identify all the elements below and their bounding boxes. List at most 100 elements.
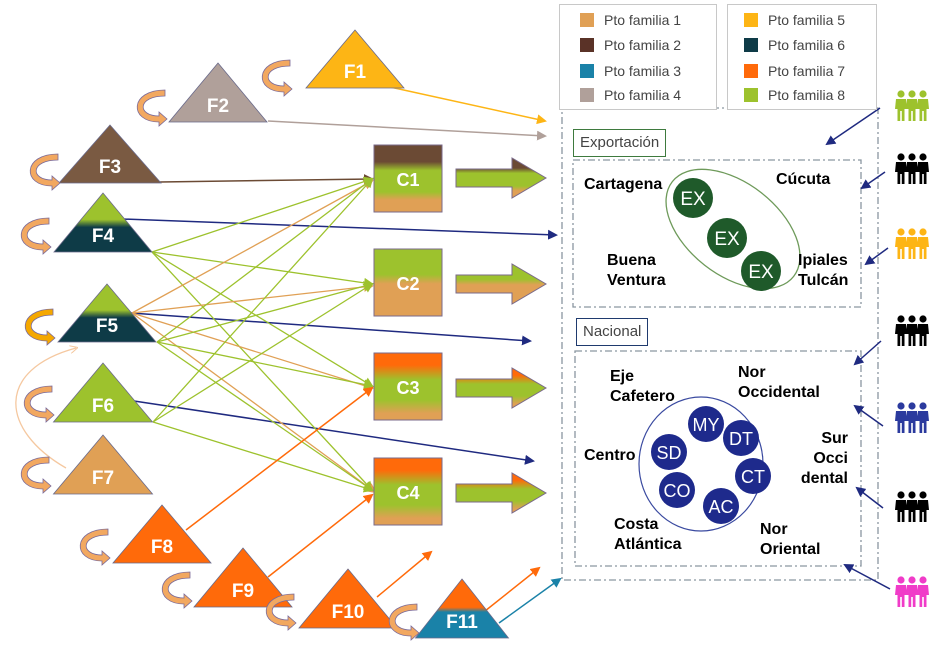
family-label: F8 (151, 537, 173, 558)
customer-group-yellow-icon (895, 228, 929, 259)
national-node-circle (651, 434, 687, 470)
family-node-f11: F11 (388, 578, 510, 641)
center-box (373, 144, 443, 213)
link-f7-f5 (15, 348, 76, 469)
customer-group-black-1-icon (895, 153, 929, 184)
family-node-f3: F3 (29, 124, 162, 191)
link-f4-c1 (151, 176, 374, 253)
family-label: F4 (92, 226, 115, 247)
national-node-circle (659, 472, 695, 508)
link-f5-c4-tan (131, 312, 377, 494)
export-zone-border (572, 159, 862, 308)
export-node: EX (707, 218, 747, 258)
self-loop-icon (388, 603, 420, 641)
self-loop-icon (161, 571, 193, 609)
legend-label: Pto familia 7 (768, 63, 846, 79)
region-buenaventura: Buena Ventura (607, 252, 666, 289)
legend-right: Pto familia 5 Pto familia 6 Pto familia … (727, 4, 877, 110)
national-node-label: AC (708, 497, 733, 517)
region-nor-occidental: Nor Occidental (738, 364, 820, 401)
national-node-label: CO (664, 481, 691, 501)
self-loop-icon (20, 217, 52, 255)
family-node-f4: F4 (20, 192, 153, 255)
region-cucuta: Cúcuta (776, 171, 831, 188)
link-f5-c4 (156, 341, 374, 492)
region-centro: Centro (584, 447, 636, 464)
family-label: F3 (99, 157, 121, 178)
family-label: F9 (232, 581, 254, 602)
legend-swatch (744, 64, 758, 78)
link-f3-c1 (159, 174, 374, 185)
link-f11-market-teal (498, 577, 562, 624)
link-f1-export (389, 86, 547, 125)
legend-label: Pto familia 4 (604, 87, 682, 103)
self-loop-icon (79, 528, 111, 566)
link-f5-c1-tan (131, 180, 374, 314)
legend-label: Pto familia 2 (604, 37, 682, 53)
family-label: F5 (96, 316, 119, 337)
family-node-f2: F2 (136, 62, 268, 127)
link-f5-national (130, 312, 532, 346)
national-zone-border (574, 350, 862, 567)
link-f4-export (121, 218, 558, 240)
center-label: C2 (396, 274, 419, 294)
legend-label: Pto familia 1 (604, 12, 682, 28)
national-node-circle (723, 420, 759, 456)
region-ipiales-tulcan: Ipiales Tulcán (798, 252, 849, 289)
family-triangle (305, 29, 405, 89)
legend-left: Pto familia 1 Pto familia 2 Pto familia … (559, 4, 717, 110)
legend-swatch (744, 38, 758, 52)
legend-swatch (580, 13, 594, 27)
legend-swatch (580, 64, 594, 78)
legend-item: Pto familia 1 (580, 11, 681, 29)
legend-label: Pto familia 5 (768, 12, 846, 28)
national-node-label: CT (741, 467, 765, 487)
national-node-circle (688, 406, 724, 442)
link-customer-green (825, 107, 881, 146)
link-f10-market (376, 550, 433, 598)
national-node-label: SD (656, 443, 681, 463)
legend-label: Pto familia 6 (768, 37, 846, 53)
family-label: F7 (92, 468, 114, 489)
national-node-dt: DT (723, 420, 759, 456)
self-loop-icon (29, 153, 61, 191)
national-title: Nacional (576, 318, 649, 346)
link-f6-c4 (152, 421, 374, 493)
family-triangle (193, 547, 293, 608)
center-node-c2: C2 (373, 248, 547, 317)
link-f4-c4 (151, 251, 374, 492)
center-label: C4 (396, 483, 419, 503)
region-eje-cafetero: Eje Cafetero (610, 368, 675, 405)
legend-label: Pto familia 3 (604, 63, 682, 79)
customer-group-black-2-icon (895, 315, 929, 346)
legend-swatch (744, 13, 758, 27)
family-node-f10: F10 (265, 568, 398, 631)
family-node-f9: F9 (161, 547, 293, 609)
link-f11-market-orange (479, 566, 541, 616)
customer-group-green-icon (895, 90, 929, 121)
family-node-f5: F5 (24, 283, 157, 346)
link-f2-export (267, 120, 547, 141)
legend-item: Pto familia 8 (744, 86, 845, 104)
region-nor-oriental: Nor Oriental (760, 521, 821, 558)
link-f6-c1 (152, 177, 374, 423)
export-node-circle (707, 218, 747, 258)
legend-swatch (580, 88, 594, 102)
output-arrow-icon (455, 157, 547, 199)
legend-item: Pto familia 3 (580, 62, 681, 80)
self-loop-icon (24, 308, 56, 346)
family-triangle (168, 62, 268, 123)
link-customer-yellow (864, 247, 889, 266)
export-node-circle (673, 178, 713, 218)
family-label: F11 (446, 612, 478, 633)
legend-item: Pto familia 6 (744, 36, 845, 54)
link-f4-c3 (151, 251, 374, 388)
link-customer-blue (853, 404, 884, 427)
center-node-c1: C1 (373, 144, 547, 213)
link-customer-pink (843, 564, 891, 590)
